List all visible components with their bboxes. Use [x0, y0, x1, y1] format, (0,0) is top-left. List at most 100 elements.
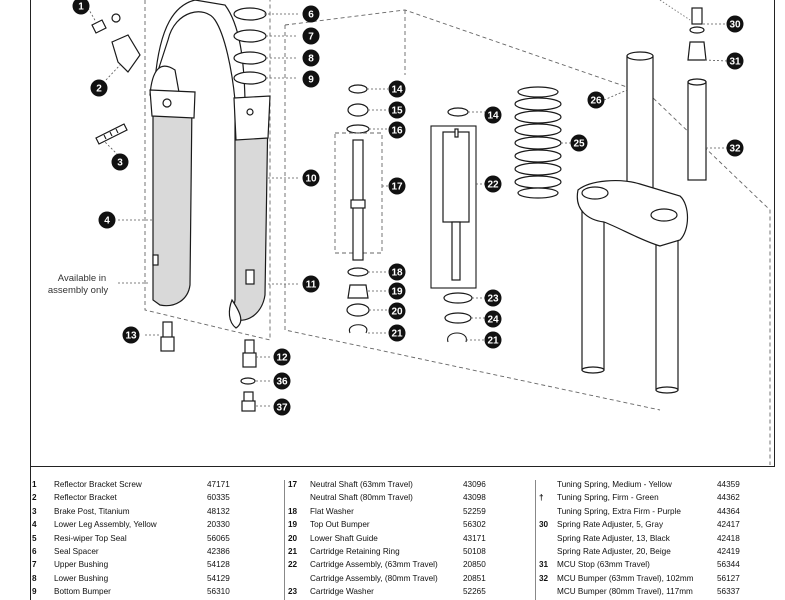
callout-9: 9	[302, 70, 320, 88]
part-number-ref: 6	[32, 546, 37, 556]
part-number: 54129	[207, 573, 230, 583]
svg-text:12: 12	[276, 353, 288, 364]
part-number: 42418	[717, 533, 740, 543]
bolt-37	[241, 391, 256, 412]
svg-text:32: 32	[729, 144, 741, 155]
svg-text:10: 10	[305, 174, 317, 185]
part-number: 43171	[463, 533, 486, 543]
callout-15: 15	[388, 101, 406, 119]
tuning-spring	[514, 86, 562, 199]
part-description: Spring Rate Adjuster, 5, Gray	[557, 520, 664, 530]
part-number: 56344	[717, 560, 740, 570]
callout-36: 36	[273, 372, 291, 390]
svg-text:16: 16	[391, 126, 403, 137]
part-description: Tuning Spring, Extra Firm - Purple	[557, 506, 681, 516]
part-number: 56065	[207, 533, 230, 543]
part-number-ref: 9	[32, 587, 37, 597]
callout-14b: 14	[484, 106, 502, 124]
svg-text:25: 25	[573, 139, 585, 150]
column-divider	[284, 480, 285, 600]
part-description: Cartridge Assembly, (80mm Travel)	[310, 573, 438, 583]
callout-20: 20	[388, 302, 406, 320]
part-number: 43096	[463, 480, 486, 489]
crown-steerer-assembly	[576, 51, 689, 394]
reflector-bracket-screw	[91, 13, 121, 34]
part-number: 43098	[463, 493, 486, 503]
available-note-line2: assembly only	[48, 285, 108, 296]
frame-left-border	[30, 0, 31, 600]
part-number: 50108	[463, 546, 486, 556]
svg-text:9: 9	[308, 75, 314, 86]
callout-16: 16	[388, 121, 406, 139]
part-description: Resi-wiper Top Seal	[54, 533, 127, 543]
exploded-fork-diagram: .o { fill: #fff; stroke: #1a1a1a; stroke…	[48, 0, 771, 465]
part-number-ref: 18	[288, 506, 298, 516]
svg-text:3: 3	[117, 158, 123, 169]
part-number: 60335	[207, 493, 230, 503]
callout-4: 4	[98, 211, 116, 229]
callout-30: 30	[726, 15, 744, 33]
svg-text:11: 11	[306, 280, 317, 291]
table-row: 20 Lower Shaft Guide 43171	[288, 532, 538, 545]
callout-13: 13	[122, 326, 140, 344]
callout-25: 25	[570, 134, 588, 152]
part-number: 47171	[207, 480, 230, 489]
svg-text:2: 2	[96, 84, 102, 95]
table-row: Cartridge Assembly, (80mm Travel)20851	[288, 572, 538, 585]
part-description: Top Out Bumper	[310, 520, 370, 530]
svg-text:17: 17	[391, 182, 403, 193]
callout-14a: 14	[388, 80, 406, 98]
svg-text:30: 30	[729, 20, 741, 31]
svg-text:18: 18	[391, 268, 403, 279]
part-number: 20850	[463, 560, 486, 570]
svg-text:21: 21	[391, 329, 403, 340]
bottom-bolt-13	[160, 321, 175, 352]
svg-text:23: 23	[487, 294, 499, 305]
part-description: Lower Leg Assembly, Yellow	[54, 520, 157, 530]
part-description: Spring Rate Adjuster, 20, Beige	[557, 546, 671, 556]
part-description: Lower Shaft Guide	[310, 533, 378, 543]
callout-22: 22	[484, 175, 502, 193]
callout-8: 8	[302, 49, 320, 67]
callout-32: 32	[726, 139, 744, 157]
part-number-ref: 2	[32, 493, 37, 503]
svg-text:1: 1	[78, 2, 84, 13]
lower-leg-assembly	[149, 0, 271, 329]
part-number: 42386	[207, 546, 230, 556]
callout-26: 26	[587, 91, 605, 109]
part-number-ref: 32	[539, 573, 549, 583]
callout-6: 6	[302, 5, 320, 23]
svg-text:8: 8	[308, 54, 314, 65]
part-description: Cartridge Washer	[310, 587, 374, 597]
part-number: 44364	[717, 506, 740, 516]
part-number-ref: 30	[539, 520, 549, 530]
table-row: Tuning Spring, Extra Firm - Purple 44364	[539, 505, 785, 518]
part-number: 44359	[717, 480, 740, 489]
part-number-ref: 20	[288, 533, 298, 543]
svg-text:19: 19	[391, 287, 403, 298]
part-description: Cartridge Assembly, (63mm Travel)	[310, 560, 438, 570]
part-description: MCU Stop (63mm Travel)	[557, 560, 650, 570]
part-description: Bottom Bumper	[54, 587, 111, 597]
callout-21a: 21	[388, 324, 406, 342]
crush-washer-36	[240, 377, 256, 385]
part-number-ref: 3	[32, 506, 37, 516]
part-number-ref: 17	[288, 480, 298, 489]
svg-text:24: 24	[487, 315, 499, 326]
mcu-parts	[687, 7, 707, 181]
